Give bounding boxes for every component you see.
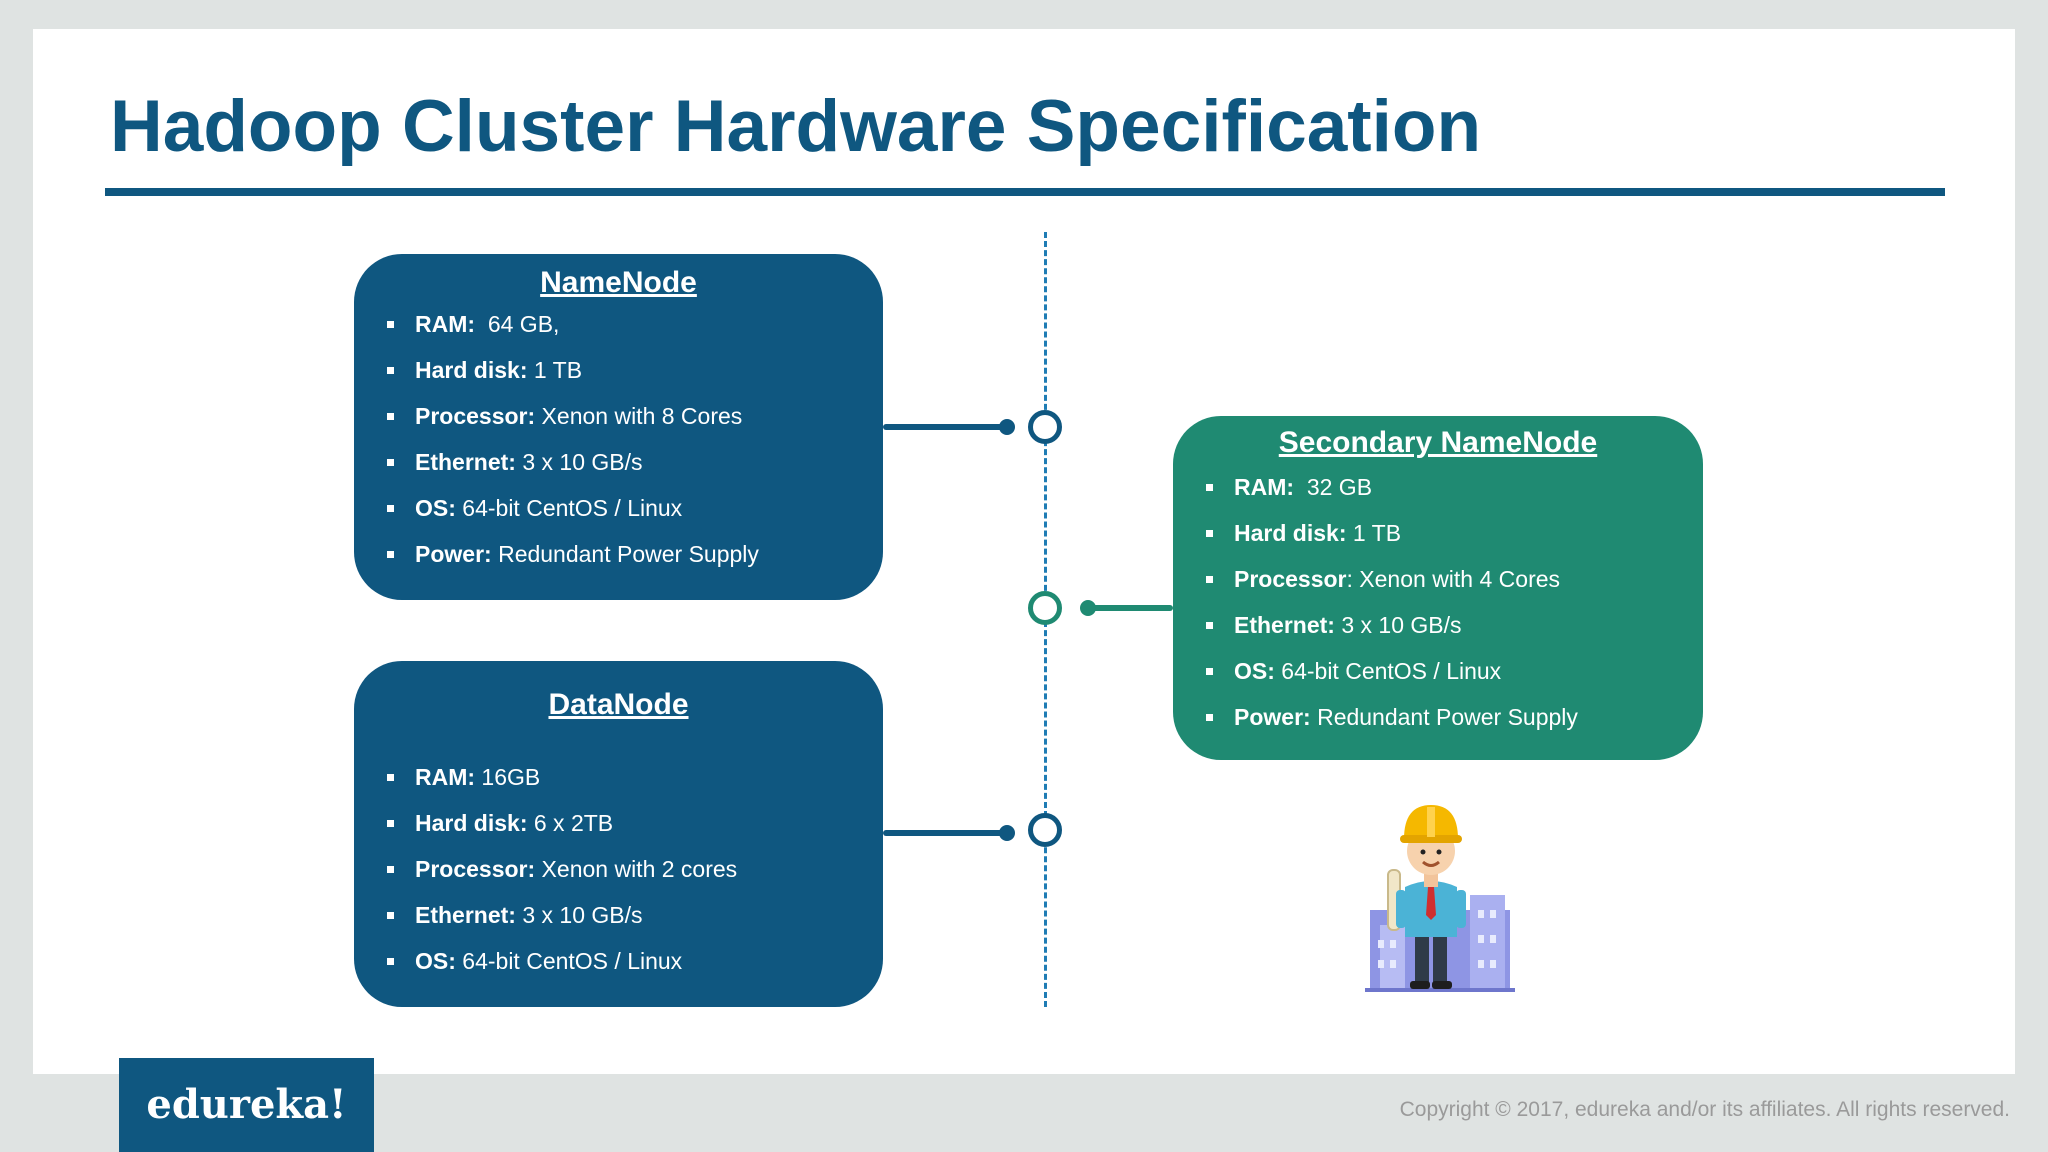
namenode-title: NameNode <box>540 266 697 299</box>
bullet-icon <box>387 958 394 965</box>
copyright-text: Copyright © 2017, edureka and/or its aff… <box>1399 1098 2010 1121</box>
bullet-icon <box>1206 668 1213 675</box>
engineer-icon <box>1365 805 1515 992</box>
spec-value: Redundant Power Supply <box>1310 704 1578 730</box>
spec-value: 32 GB <box>1294 474 1373 500</box>
bullet-icon <box>1206 622 1213 629</box>
spec-item: Hard disk: 1 TB <box>1173 510 1703 556</box>
secondary-namenode-title: Secondary NameNode <box>1278 426 1598 459</box>
bullet-icon <box>1206 576 1213 583</box>
page-title: Hadoop Cluster Hardware Specification <box>110 86 1482 167</box>
namenode-card: NameNode RAM: 64 GB, Hard disk: 1 TB Pro… <box>354 254 883 600</box>
spec-label: OS: <box>415 495 456 521</box>
spec-item: Power: Redundant Power Supply <box>1173 694 1703 740</box>
bullet-icon <box>387 459 394 466</box>
spec-item: RAM: 64 GB, <box>354 301 883 347</box>
spec-value: 3 x 10 GB/s <box>1334 612 1462 638</box>
spec-value: : Xenon with 4 Cores <box>1346 566 1561 592</box>
secondary-timeline-node <box>1028 591 1062 625</box>
spec-value: 64-bit CentOS / Linux <box>1274 658 1502 684</box>
spec-item: OS: 64-bit CentOS / Linux <box>354 938 883 984</box>
spec-label: Processor <box>1234 566 1347 592</box>
spec-item: Ethernet: 3 x 10 GB/s <box>1173 602 1703 648</box>
spec-value: 1 TB <box>1346 520 1402 546</box>
spec-value: 64 GB, <box>475 311 560 337</box>
spec-value: 16GB <box>475 764 541 790</box>
namenode-connector-line <box>883 424 1008 430</box>
spec-item: Ethernet: 3 x 10 GB/s <box>354 892 883 938</box>
bullet-icon <box>387 774 394 781</box>
spec-label: Processor: <box>415 403 536 429</box>
namenode-timeline-node <box>1028 410 1062 444</box>
spec-item: OS: 64-bit CentOS / Linux <box>354 485 883 531</box>
datanode-connector-dot <box>999 825 1015 841</box>
datanode-timeline-node <box>1028 813 1062 847</box>
spec-value: 3 x 10 GB/s <box>515 449 643 475</box>
spec-value: 64-bit CentOS / Linux <box>455 948 683 974</box>
spec-value: 64-bit CentOS / Linux <box>455 495 683 521</box>
bullet-icon <box>1206 484 1213 491</box>
spec-label: Hard disk: <box>415 357 528 383</box>
slide-canvas <box>33 29 2015 1074</box>
title-underline <box>105 188 1945 196</box>
spec-label: Hard disk: <box>1234 520 1347 546</box>
secondary-namenode-card: Secondary NameNode RAM: 32 GB Hard disk:… <box>1173 416 1703 760</box>
spec-item: Power: Redundant Power Supply <box>354 531 883 577</box>
spec-label: Power: <box>415 541 492 567</box>
bullet-icon <box>387 321 394 328</box>
bullet-icon <box>387 912 394 919</box>
spec-item: Processor: Xenon with 8 Cores <box>354 393 883 439</box>
spec-item: Hard disk: 1 TB <box>354 347 883 393</box>
spec-label: Ethernet: <box>415 449 516 475</box>
secondary-spec-list: RAM: 32 GB Hard disk: 1 TB Processor: Xe… <box>1173 464 1703 740</box>
namenode-connector-dot <box>999 419 1015 435</box>
spec-value: Xenon with 2 cores <box>535 856 738 882</box>
spec-label: Processor: <box>415 856 536 882</box>
bullet-icon <box>387 367 394 374</box>
spec-label: Power: <box>1234 704 1311 730</box>
spec-item: Processor: Xenon with 2 cores <box>354 846 883 892</box>
datanode-card: DataNode RAM: 16GB Hard disk: 6 x 2TB Pr… <box>354 661 883 1007</box>
spec-label: Ethernet: <box>1234 612 1335 638</box>
bullet-icon <box>387 413 394 420</box>
bullet-icon <box>387 820 394 827</box>
brand-logo: edureka! <box>119 1058 374 1152</box>
spec-value: 6 x 2TB <box>527 810 614 836</box>
spec-label: OS: <box>1234 658 1275 684</box>
spec-label: Ethernet: <box>415 902 516 928</box>
spec-value: 1 TB <box>527 357 583 383</box>
spec-label: OS: <box>415 948 456 974</box>
bullet-icon <box>387 505 394 512</box>
bullet-icon <box>1206 714 1213 721</box>
namenode-spec-list: RAM: 64 GB, Hard disk: 1 TB Processor: X… <box>354 301 883 577</box>
datanode-spec-list: RAM: 16GB Hard disk: 6 x 2TB Processor: … <box>354 754 883 984</box>
bullet-icon <box>1206 530 1213 537</box>
spec-label: RAM: <box>1234 474 1295 500</box>
spec-value: 3 x 10 GB/s <box>515 902 643 928</box>
secondary-connector-dot <box>1080 600 1096 616</box>
spec-item: Ethernet: 3 x 10 GB/s <box>354 439 883 485</box>
bullet-icon <box>387 551 394 558</box>
bullet-icon <box>387 866 394 873</box>
spec-value: Xenon with 8 Cores <box>535 403 743 429</box>
secondary-connector-line <box>1086 605 1173 611</box>
datanode-title: DataNode <box>548 688 689 721</box>
spec-label: Hard disk: <box>415 810 528 836</box>
spec-item: Processor: Xenon with 4 Cores <box>1173 556 1703 602</box>
spec-item: RAM: 16GB <box>354 754 883 800</box>
spec-label: RAM: <box>415 311 476 337</box>
spec-item: OS: 64-bit CentOS / Linux <box>1173 648 1703 694</box>
datanode-connector-line <box>883 830 1008 836</box>
spec-item: Hard disk: 6 x 2TB <box>354 800 883 846</box>
spec-item: RAM: 32 GB <box>1173 464 1703 510</box>
spec-value: Redundant Power Supply <box>491 541 759 567</box>
spec-label: RAM: <box>415 764 476 790</box>
